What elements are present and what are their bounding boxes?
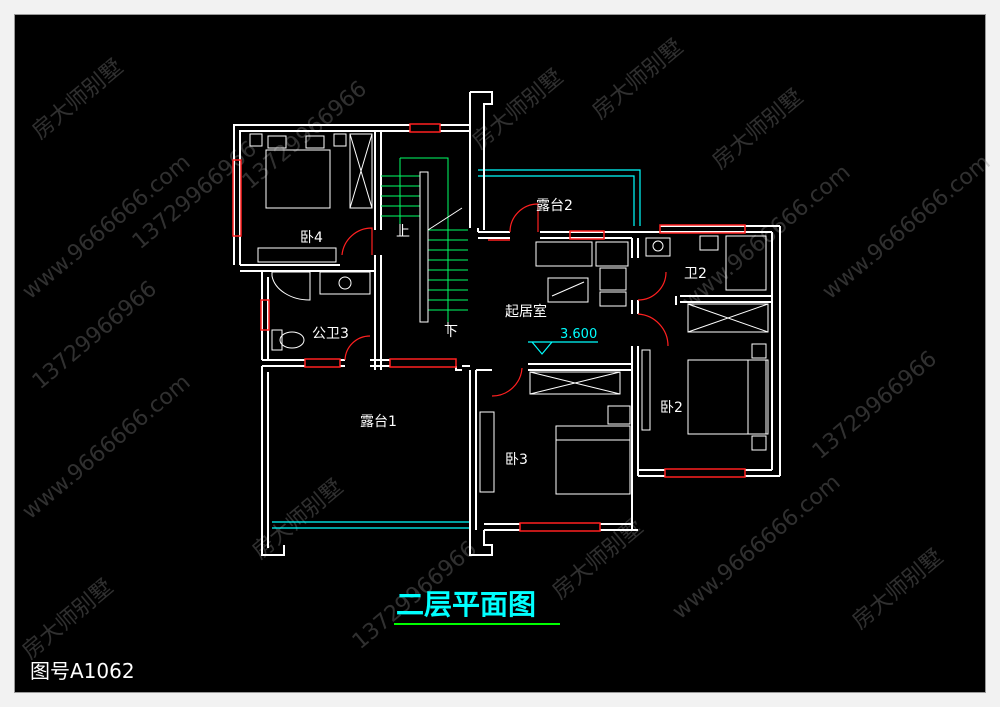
cad-canvas	[14, 14, 986, 693]
room-label-bed2: 卧2	[660, 400, 683, 416]
watermark-brand: 房大师别墅	[548, 515, 648, 605]
walls	[233, 91, 781, 556]
watermark-phone: 13729966966	[238, 76, 372, 194]
drawing-title: 二层平面图	[394, 588, 560, 625]
watermark-brand: 房大师别墅	[468, 65, 568, 155]
room-label-bath2: 卫2	[684, 266, 707, 282]
watermark-brand: 房大师别墅	[28, 55, 128, 145]
staircase: 上 下	[381, 157, 468, 340]
watermark-site: www.9666666.com	[668, 470, 846, 625]
drawing-number: 图号A1062	[30, 659, 135, 683]
watermark-brand: 房大师别墅	[848, 545, 948, 635]
room-labels: 卧4 公卫3 露台1 露台2 起居室 卫2 卧2 卧3	[300, 198, 707, 468]
stair-down-label: 下	[444, 324, 458, 340]
watermark-brand: 房大师别墅	[18, 575, 118, 665]
room-label-living: 起居室	[505, 303, 547, 320]
room-label-bed4: 卧4	[300, 230, 323, 246]
watermark-phone: 13729966966	[28, 276, 162, 394]
watermark-phone: 13729966966	[808, 346, 942, 464]
doors	[341, 203, 669, 397]
room-label-bed3: 卧3	[505, 452, 528, 468]
stair-up-label: 上	[396, 224, 410, 240]
furniture	[249, 133, 769, 495]
terrace2-railing	[478, 169, 641, 226]
elevation-value: 3.600	[560, 327, 597, 342]
windows	[232, 123, 746, 532]
elevation-marker: 3.600	[528, 327, 598, 355]
watermark-layer: 房大师别墅 房大师别墅 房大师别墅 房大师别墅 房大师别墅 房大师别墅 房大师别…	[18, 35, 996, 665]
watermark-brand: 房大师别墅	[588, 35, 688, 125]
room-label-terrace2: 露台2	[536, 198, 573, 214]
plan-title: 二层平面图	[396, 588, 536, 621]
room-label-public-bath3: 公卫3	[312, 326, 349, 342]
room-label-terrace1: 露台1	[360, 414, 397, 430]
watermark-brand: 房大师别墅	[708, 85, 808, 175]
